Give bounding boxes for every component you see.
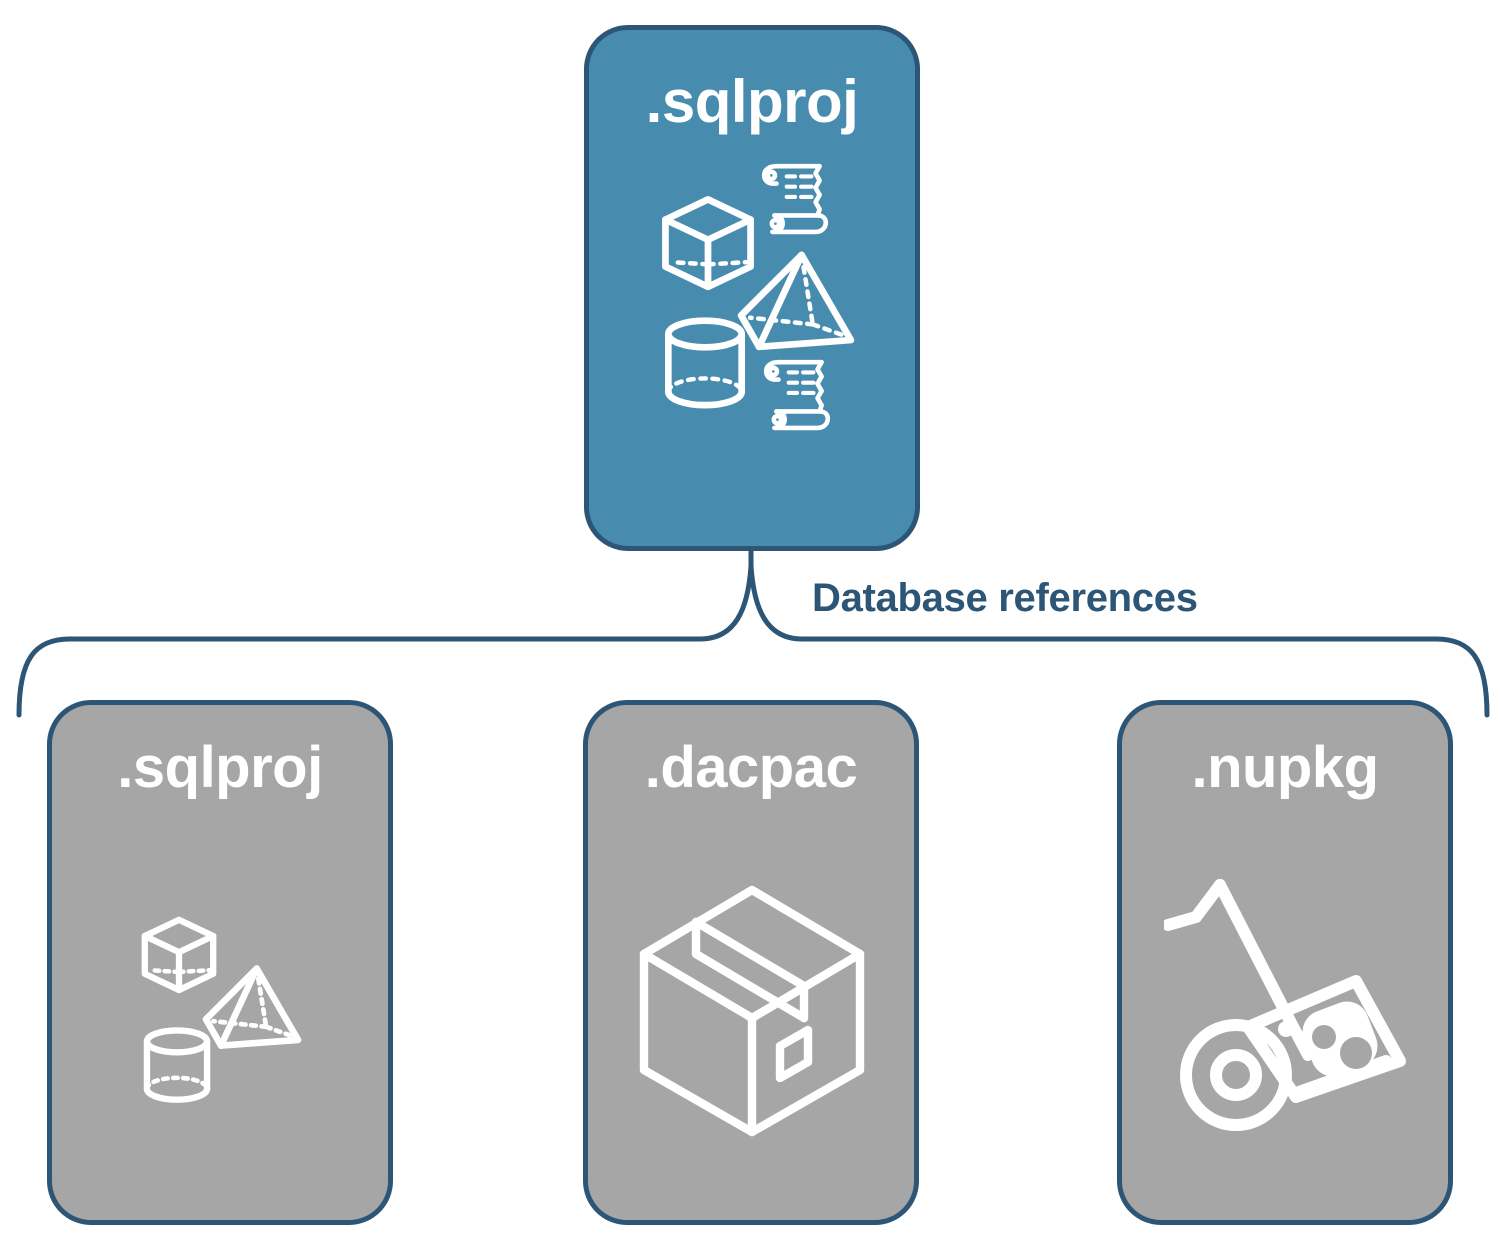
root-sqlproj-card[interactable]: .sqlproj [584, 25, 920, 551]
cylinder-icon [143, 1027, 211, 1103]
database-references-label: Database references [812, 576, 1198, 620]
nupkg-card-icon-group [1122, 797, 1448, 1220]
cylinder-icon [665, 317, 745, 409]
sqlproj-card-icon-group [52, 797, 388, 1220]
reference-card-dacpac[interactable]: .dacpac [583, 700, 919, 1225]
scroll-icon [761, 163, 829, 235]
sqlproj-card-title: .sqlproj [117, 735, 323, 800]
nupkg-card-title: .nupkg [1191, 735, 1379, 800]
nuget-hand-truck-icon [1164, 879, 1406, 1131]
root-card-title: .sqlproj [645, 68, 859, 135]
dacpac-card-title: .dacpac [644, 735, 858, 800]
brace-left-arm [16, 563, 754, 718]
root-card-icon-group [652, 160, 855, 431]
dacpac-card-icon-group [588, 797, 914, 1220]
pyramid-icon [737, 251, 855, 351]
pyramid-icon [202, 965, 302, 1049]
reference-card-nupkg[interactable]: .nupkg [1117, 700, 1453, 1225]
cube-icon [662, 196, 754, 291]
package-box-icon [639, 885, 865, 1137]
scroll-icon [763, 359, 831, 431]
reference-card-sqlproj[interactable]: .sqlproj [47, 700, 393, 1225]
cube-icon [141, 916, 217, 994]
